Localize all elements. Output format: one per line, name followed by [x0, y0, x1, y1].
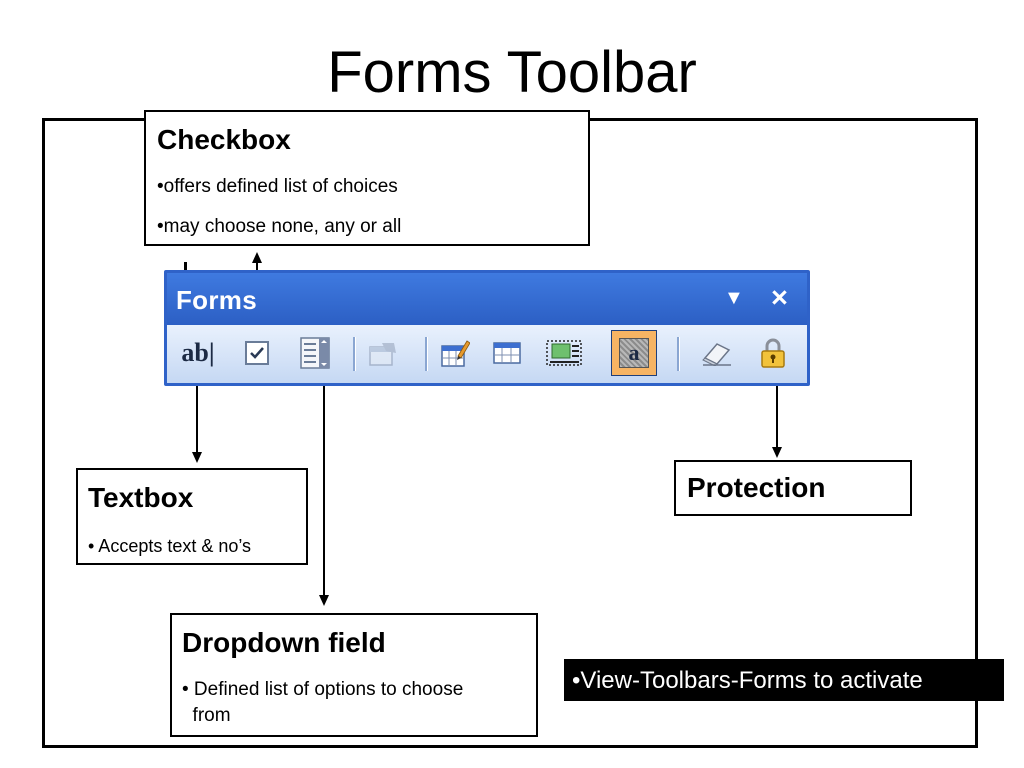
draw-table-icon [441, 340, 470, 367]
dropdown-callout: Dropdown field • Defined list of options… [170, 613, 538, 737]
toolbar-separator [353, 337, 356, 371]
drop-down-form-field-button[interactable] [297, 335, 333, 371]
form-field-shading-button[interactable]: a [611, 330, 657, 376]
toolbar-options-icon[interactable]: ▼ [724, 287, 744, 309]
protection-callout: Protection [674, 460, 912, 516]
checkbox-callout-bullet-1: •offers defined list of choices [157, 176, 398, 197]
reset-form-fields-button[interactable] [699, 335, 735, 371]
activation-note: •View-Toolbars-Forms to activate [564, 659, 1004, 701]
slide-title: Forms Toolbar [327, 40, 697, 105]
textbox-callout-heading: Textbox [88, 482, 194, 513]
dropdown-callout-bullet-1: • Defined list of options to choose [182, 679, 464, 700]
dropdown-pointer-line [323, 370, 325, 597]
protection-pointer-arrowhead [772, 447, 782, 458]
textbox-pointer-arrowhead [192, 452, 202, 463]
protection-pointer-line [776, 382, 778, 448]
dropdown-pointer-arrowhead [319, 595, 329, 606]
text-form-field-button[interactable]: ab| [175, 335, 221, 371]
dropdown-callout-bullet-2: from [182, 705, 231, 726]
form-field-options-icon [369, 343, 396, 366]
insert-frame-icon [546, 340, 582, 366]
toolbar-title: Forms [176, 285, 257, 315]
text-field-icon: ab| [181, 338, 215, 367]
eraser-icon [702, 343, 731, 366]
checkbox-callout: Checkbox •offers defined list of choices… [144, 110, 590, 246]
toolbar-tick-mark [184, 262, 187, 274]
toolbar-separator [677, 337, 680, 371]
protect-form-button[interactable] [755, 335, 791, 371]
checkbox-pointer-arrowhead [252, 252, 262, 263]
insert-frame-button[interactable] [543, 335, 585, 371]
form-field-shading-icon: a [619, 338, 649, 368]
insert-table-icon [493, 342, 521, 364]
textbox-callout-bullet: • Accepts text & no’s [88, 536, 252, 556]
toolbar-buttons-row: ab| [167, 325, 807, 383]
activation-note-text: •View-Toolbars-Forms to activate [572, 667, 923, 694]
checkbox-callout-bullet-2: •may choose none, any or all [157, 216, 402, 237]
textbox-callout: Textbox • Accepts text & no’s [76, 468, 308, 565]
insert-table-button[interactable] [489, 335, 525, 371]
draw-table-button[interactable] [437, 335, 473, 371]
protection-callout-heading: Protection [687, 472, 826, 503]
dropdown-list-icon [300, 337, 330, 369]
checkbox-callout-heading: Checkbox [157, 124, 291, 155]
check-box-form-field-button[interactable] [239, 335, 275, 371]
checkbox-icon [245, 341, 269, 365]
toolbar-title-bar[interactable]: Forms ▼ × [167, 273, 807, 325]
textbox-pointer-line [196, 382, 198, 454]
toolbar-separator [425, 337, 428, 371]
forms-toolbar: Forms ▼ × ab| [164, 270, 810, 386]
dropdown-callout-heading: Dropdown field [182, 627, 386, 658]
close-icon[interactable]: × [771, 282, 788, 314]
lock-icon [761, 338, 785, 368]
form-field-options-button[interactable] [365, 335, 401, 371]
